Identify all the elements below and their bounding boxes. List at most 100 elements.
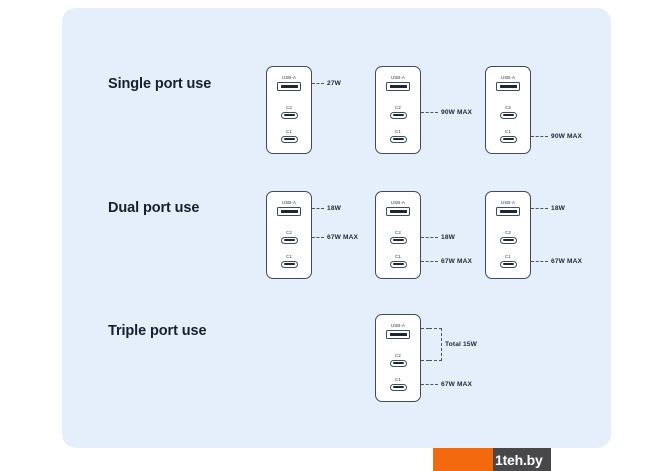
usb-a-port-icon bbox=[277, 81, 301, 91]
usb-c-port-icon bbox=[280, 236, 298, 244]
callout-power: 67W MAX bbox=[531, 256, 582, 266]
leader-line-icon bbox=[421, 236, 438, 238]
charger-unit: USB-A C2 C1 bbox=[266, 191, 312, 279]
port-usb-a: USB-A bbox=[267, 200, 311, 216]
port-label: C2 bbox=[395, 230, 401, 235]
port-c1: C1 bbox=[267, 254, 311, 268]
port-label: C2 bbox=[286, 230, 292, 235]
charger-unit: USB-A C2 C1 bbox=[485, 191, 531, 279]
callout-text: 67W MAX bbox=[327, 233, 359, 241]
usb-c-port-icon bbox=[280, 111, 298, 119]
port-label: USB-A bbox=[500, 200, 516, 205]
port-label: C1 bbox=[505, 254, 511, 259]
port-c1: C1 bbox=[376, 254, 420, 268]
port-c1: C1 bbox=[486, 129, 530, 143]
charger-unit: USB-A C2 C1 bbox=[375, 191, 421, 279]
usb-a-port-icon bbox=[496, 81, 520, 91]
diagram-panel: Single port use USB-A C2 C1 27W USB-A C2… bbox=[62, 8, 611, 448]
watermark-text: 1teh.by bbox=[495, 451, 543, 468]
usb-c-port-icon bbox=[280, 135, 298, 143]
callout-power: 18W bbox=[531, 203, 565, 213]
charger-unit: USB-A C2 C1 bbox=[375, 314, 421, 402]
port-label: C1 bbox=[286, 254, 292, 259]
port-usb-a: USB-A bbox=[376, 75, 420, 91]
callout-text: 67W MAX bbox=[441, 380, 473, 388]
callout-text: 67W MAX bbox=[551, 257, 583, 265]
port-label: USB-A bbox=[500, 75, 516, 80]
port-c2: C2 bbox=[267, 230, 311, 244]
leader-line-icon bbox=[421, 260, 438, 262]
section-title-triple-port: Triple port use bbox=[108, 323, 207, 339]
usb-c-port-icon bbox=[499, 111, 517, 119]
port-label: C2 bbox=[505, 105, 511, 110]
section-title-single-port: Single port use bbox=[108, 76, 212, 92]
port-label: USB-A bbox=[390, 323, 406, 328]
port-c1: C1 bbox=[376, 377, 420, 391]
usb-c-port-icon bbox=[499, 135, 517, 143]
bracket-total bbox=[429, 328, 442, 361]
usb-a-port-icon bbox=[386, 81, 410, 91]
usb-a-port-icon bbox=[496, 206, 520, 216]
leader-line-icon bbox=[421, 383, 438, 385]
usb-c-port-icon bbox=[389, 359, 407, 367]
callout-text: 67W MAX bbox=[441, 257, 473, 265]
leader-line-icon bbox=[312, 82, 324, 84]
charger-unit: USB-A C2 C1 bbox=[485, 66, 531, 154]
callout-total-power: Total 15W bbox=[445, 339, 477, 349]
port-label: C2 bbox=[395, 353, 401, 358]
port-label: C2 bbox=[395, 105, 401, 110]
usb-c-port-icon bbox=[280, 260, 298, 268]
bracket-stem-c2 bbox=[421, 360, 429, 361]
usb-c-port-icon bbox=[389, 236, 407, 244]
port-label: C1 bbox=[395, 129, 401, 134]
callout-text: 18W bbox=[327, 204, 342, 212]
callout-power: 18W bbox=[421, 232, 455, 242]
port-usb-a: USB-A bbox=[486, 200, 530, 216]
callout-power: 90W MAX bbox=[531, 131, 582, 141]
leader-line-icon bbox=[421, 111, 438, 113]
charger-unit: USB-A C2 C1 bbox=[375, 66, 421, 154]
port-c2: C2 bbox=[376, 353, 420, 367]
callout-text: 18W bbox=[551, 204, 566, 212]
port-usb-a: USB-A bbox=[376, 323, 420, 339]
watermark-badge: 1teh.by bbox=[433, 448, 551, 471]
usb-c-port-icon bbox=[389, 111, 407, 119]
port-c2: C2 bbox=[486, 230, 530, 244]
watermark-orange-block bbox=[433, 448, 493, 471]
leader-line-icon bbox=[531, 135, 548, 137]
port-label: USB-A bbox=[281, 75, 297, 80]
port-label: C2 bbox=[505, 230, 511, 235]
port-c2: C2 bbox=[267, 105, 311, 119]
callout-power: 67W MAX bbox=[421, 379, 472, 389]
bracket-stem-usb-a bbox=[421, 328, 429, 329]
port-usb-a: USB-A bbox=[376, 200, 420, 216]
leader-line-icon bbox=[531, 260, 548, 262]
usb-c-port-icon bbox=[499, 236, 517, 244]
port-label: C1 bbox=[395, 377, 401, 382]
watermark-dark-block: 1teh.by bbox=[493, 448, 551, 471]
callout-power: 90W MAX bbox=[421, 107, 472, 117]
port-c1: C1 bbox=[376, 129, 420, 143]
usb-a-port-icon bbox=[386, 206, 410, 216]
port-c1: C1 bbox=[486, 254, 530, 268]
port-label: C2 bbox=[286, 105, 292, 110]
callout-text: 90W MAX bbox=[551, 132, 583, 140]
callout-power: 67W MAX bbox=[421, 256, 472, 266]
port-label: C1 bbox=[395, 254, 401, 259]
port-c2: C2 bbox=[376, 105, 420, 119]
section-title-dual-port: Dual port use bbox=[108, 200, 200, 216]
leader-line-icon bbox=[312, 236, 324, 238]
port-c2: C2 bbox=[486, 105, 530, 119]
callout-text: 90W MAX bbox=[441, 108, 473, 116]
port-label: USB-A bbox=[390, 75, 406, 80]
port-c1: C1 bbox=[267, 129, 311, 143]
usb-a-port-icon bbox=[386, 329, 410, 339]
port-c2: C2 bbox=[376, 230, 420, 244]
usb-c-port-icon bbox=[389, 383, 407, 391]
callout-power: 18W bbox=[312, 203, 341, 213]
usb-c-port-icon bbox=[499, 260, 517, 268]
port-usb-a: USB-A bbox=[267, 75, 311, 91]
port-label: C1 bbox=[505, 129, 511, 134]
callout-power: 67W MAX bbox=[312, 232, 358, 242]
leader-line-icon bbox=[531, 207, 548, 209]
